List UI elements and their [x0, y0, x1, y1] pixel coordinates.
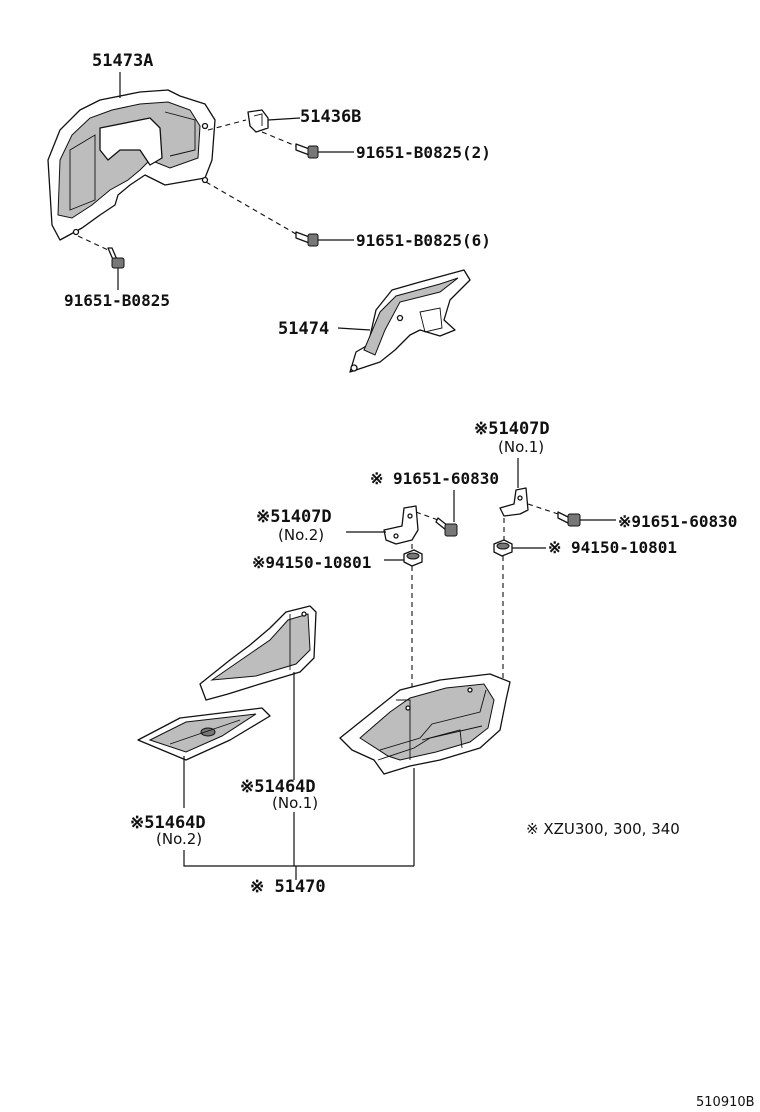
part-51407d-no1-drawing — [499, 487, 529, 517]
label-51407d-no2: ※51407D — [256, 507, 332, 527]
clip-a-drawing — [403, 549, 423, 567]
label-clip-b: ※ 94150-10801 — [548, 538, 677, 557]
label-51474: 51474 — [278, 319, 329, 339]
bolt-60830-a-drawing — [435, 517, 458, 537]
label-51436b: 51436B — [300, 107, 361, 127]
leader-51436b — [267, 117, 301, 121]
dash-bolt-mid — [205, 181, 297, 235]
label-51407d-no1-sub: (No.1) — [498, 438, 544, 456]
applicability-note: ※ XZU300, 300, 340 — [526, 820, 680, 838]
part-51464d-no1-drawing — [199, 605, 317, 701]
label-51464d-no2-sub: (No.2) — [156, 830, 202, 848]
bolt-60830-b-drawing — [557, 511, 581, 527]
dash-bolt-left — [77, 235, 109, 251]
part-main-shield-drawing — [339, 673, 511, 775]
part-51474-drawing — [349, 269, 471, 373]
label-bolt-60830-a: ※ 91651-60830 — [370, 469, 499, 488]
part-51436b-drawing — [247, 109, 269, 133]
diagram-code: 510910B — [696, 1095, 755, 1110]
label-bolt-60830-b: ※91651-60830 — [618, 512, 737, 531]
dash-bolt-60830-a — [415, 511, 439, 521]
label-51407d-no1: ※51407D — [474, 419, 550, 439]
bolt-mid-drawing — [295, 231, 319, 247]
label-51473a: 51473A — [92, 51, 153, 71]
dash-51436b — [207, 119, 247, 131]
bolt-top-drawing — [295, 143, 319, 159]
dash-bolt-60830-b — [527, 503, 559, 515]
label-clip-a: ※94150-10801 — [252, 553, 371, 572]
label-51407d-no2-sub: (No.2) — [278, 526, 324, 544]
label-51464d-no1: ※51464D — [240, 777, 316, 797]
leader-51474 — [337, 327, 371, 331]
part-51407d-no2-drawing — [383, 505, 419, 545]
clip-b-drawing — [493, 539, 513, 557]
part-51464d-no2-drawing — [137, 707, 271, 761]
label-51464d-no2: ※51464D — [130, 813, 206, 833]
label-bolt-mid: 91651-B0825(6) — [356, 231, 491, 250]
label-bolt-top: 91651-B0825(2) — [356, 143, 491, 162]
bolt-left-drawing — [107, 247, 125, 269]
part-51473a-drawing — [47, 89, 216, 241]
dash-bolt-top — [261, 131, 297, 147]
label-bolt-left: 91651-B0825 — [64, 291, 170, 310]
label-51464d-no1-sub: (No.1) — [272, 794, 318, 812]
bracket-51470 — [183, 850, 414, 867]
label-51470: ※ 51470 — [250, 877, 326, 897]
